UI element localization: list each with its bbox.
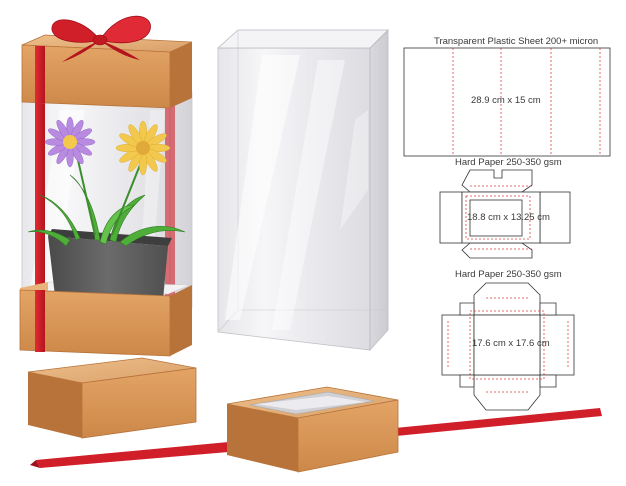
ribbon-strip	[30, 408, 602, 468]
daisy-flower-icon	[44, 116, 96, 168]
box-lid-top	[21, 34, 193, 109]
assembled-gift-box	[19, 12, 193, 357]
hard-paper-lid-label: Hard Paper 250-350 gsm	[455, 157, 562, 168]
window-lid-box	[226, 386, 399, 473]
flower-pot-icon	[48, 229, 172, 300]
loose-lid-box	[27, 357, 197, 439]
base-dims-label: 17.6 cm x 17.6 cm	[472, 338, 550, 349]
daisy-flower-icon	[115, 120, 171, 176]
dieline-plastic-sheet	[403, 47, 611, 157]
plant-leaves	[27, 174, 186, 247]
box-base-bottom	[19, 282, 192, 357]
hard-paper-base-label: Hard Paper 250-350 gsm	[455, 269, 562, 280]
ribbon-vertical-right	[165, 88, 175, 318]
plastic-dims-label: 28.9 cm x 15 cm	[471, 95, 541, 106]
plastic-sheet-label: Transparent Plastic Sheet 200+ micron	[434, 36, 599, 47]
dieline-lid	[439, 169, 571, 259]
bow-icon	[51, 12, 151, 62]
plastic-sleeve	[216, 29, 389, 352]
sleeve-side	[369, 29, 389, 352]
lid-dims-label: 18.8 cm x 13.25 cm	[467, 212, 550, 223]
dieline-base	[441, 282, 575, 411]
